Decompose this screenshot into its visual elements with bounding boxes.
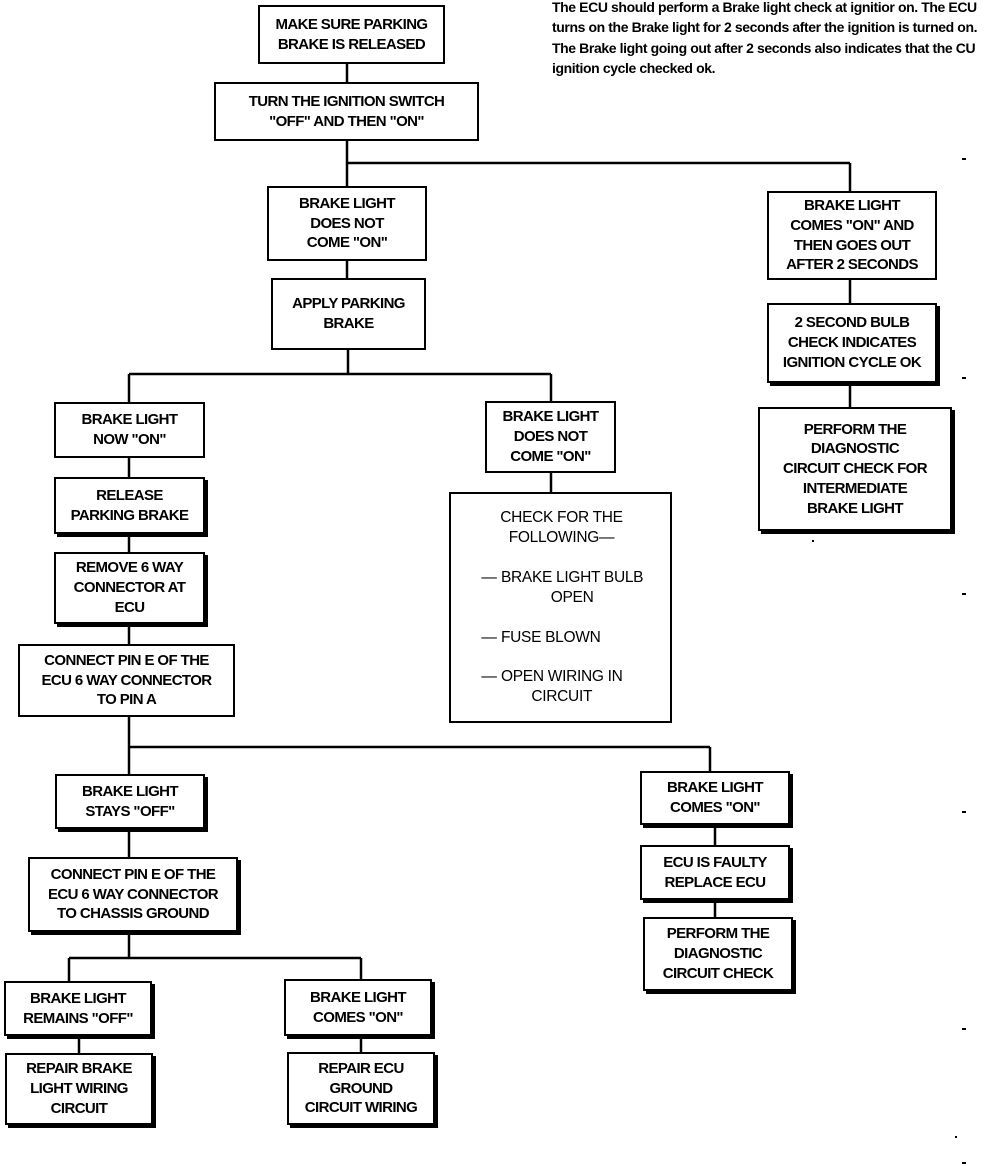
- check-item-wiring: — OPEN WIRING IN CIRCUIT: [477, 667, 654, 707]
- margin-mark: [812, 540, 814, 542]
- ecu-note: The ECU should perform a Brake light che…: [552, 0, 978, 77]
- margin-mark: [962, 158, 966, 160]
- check-item-text: FUSE BLOWN: [501, 628, 601, 646]
- check-list-box: CHECK FOR THE FOLLOWING— — BRAKE LIGHT B…: [449, 492, 672, 723]
- step-apply-parking-brake: APPLY PARKING BRAKE: [271, 278, 426, 350]
- result-light-not-on: BRAKE LIGHT DOES NOT COME "ON": [267, 186, 427, 261]
- margin-mark: [962, 1162, 966, 1164]
- check-item-text: BRAKE LIGHT BULB OPEN: [501, 569, 644, 607]
- margin-mark: [962, 811, 966, 813]
- margin-mark: [962, 593, 966, 595]
- step-ignition-off-on: TURN THE IGNITION SWITCH "OFF" AND THEN …: [214, 82, 479, 141]
- check-item-bulb: — BRAKE LIGHT BULB OPEN: [477, 568, 654, 608]
- result-light-remains-off: BRAKE LIGHT REMAINS "OFF": [4, 981, 152, 1036]
- check-item-fuse: — FUSE BLOWN: [477, 628, 654, 648]
- result-light-on-then-out: BRAKE LIGHT COMES "ON" AND THEN GOES OUT…: [767, 191, 937, 280]
- dash-bullet: —: [481, 569, 497, 587]
- result-light-comes-on-pin: BRAKE LIGHT COMES "ON": [640, 771, 790, 825]
- margin-mark: [955, 1136, 957, 1138]
- action-repair-light-wiring: REPAIR BRAKE LIGHT WIRING CIRCUIT: [5, 1053, 153, 1125]
- result-light-now-on: BRAKE LIGHT NOW "ON": [54, 402, 205, 458]
- result-light-stays-off: BRAKE LIGHT STAYS "OFF": [55, 774, 205, 829]
- action-perform-diagnostic-intermediate: PERFORM THE DIAGNOSTIC CIRCUIT CHECK FOR…: [758, 407, 952, 531]
- step-connect-chassis-ground: CONNECT PIN E OF THE ECU 6 WAY CONNECTOR…: [28, 857, 238, 932]
- step-remove-connector: REMOVE 6 WAY CONNECTOR AT ECU: [54, 552, 205, 624]
- check-list-title: CHECK FOR THE FOLLOWING—: [500, 509, 623, 547]
- dash-bullet: —: [481, 628, 497, 646]
- check-item-text: OPEN WIRING IN CIRCUIT: [501, 667, 623, 705]
- action-perform-diagnostic-check: PERFORM THE DIAGNOSTIC CIRCUIT CHECK: [643, 917, 793, 991]
- result-light-comes-on-ground: BRAKE LIGHT COMES "ON": [284, 979, 432, 1036]
- action-repair-ecu-ground: REPAIR ECU GROUND CIRCUIT WIRING: [287, 1052, 435, 1125]
- result-bulb-check-ok: 2 SECOND BULB CHECK INDICATES IGNITION C…: [767, 303, 937, 383]
- margin-mark: [962, 1028, 966, 1030]
- step-parking-brake-released: MAKE SURE PARKING BRAKE IS RELEASED: [258, 5, 445, 64]
- dash-bullet: —: [481, 667, 497, 685]
- step-connect-pin-a: CONNECT PIN E OF THE ECU 6 WAY CONNECTOR…: [18, 644, 235, 717]
- margin-mark: [962, 377, 966, 379]
- result-ecu-faulty: ECU IS FAULTY REPLACE ECU: [640, 845, 790, 900]
- step-release-parking-brake: RELEASE PARKING BRAKE: [54, 477, 205, 534]
- result-light-not-on-2: BRAKE LIGHT DOES NOT COME "ON": [485, 401, 616, 473]
